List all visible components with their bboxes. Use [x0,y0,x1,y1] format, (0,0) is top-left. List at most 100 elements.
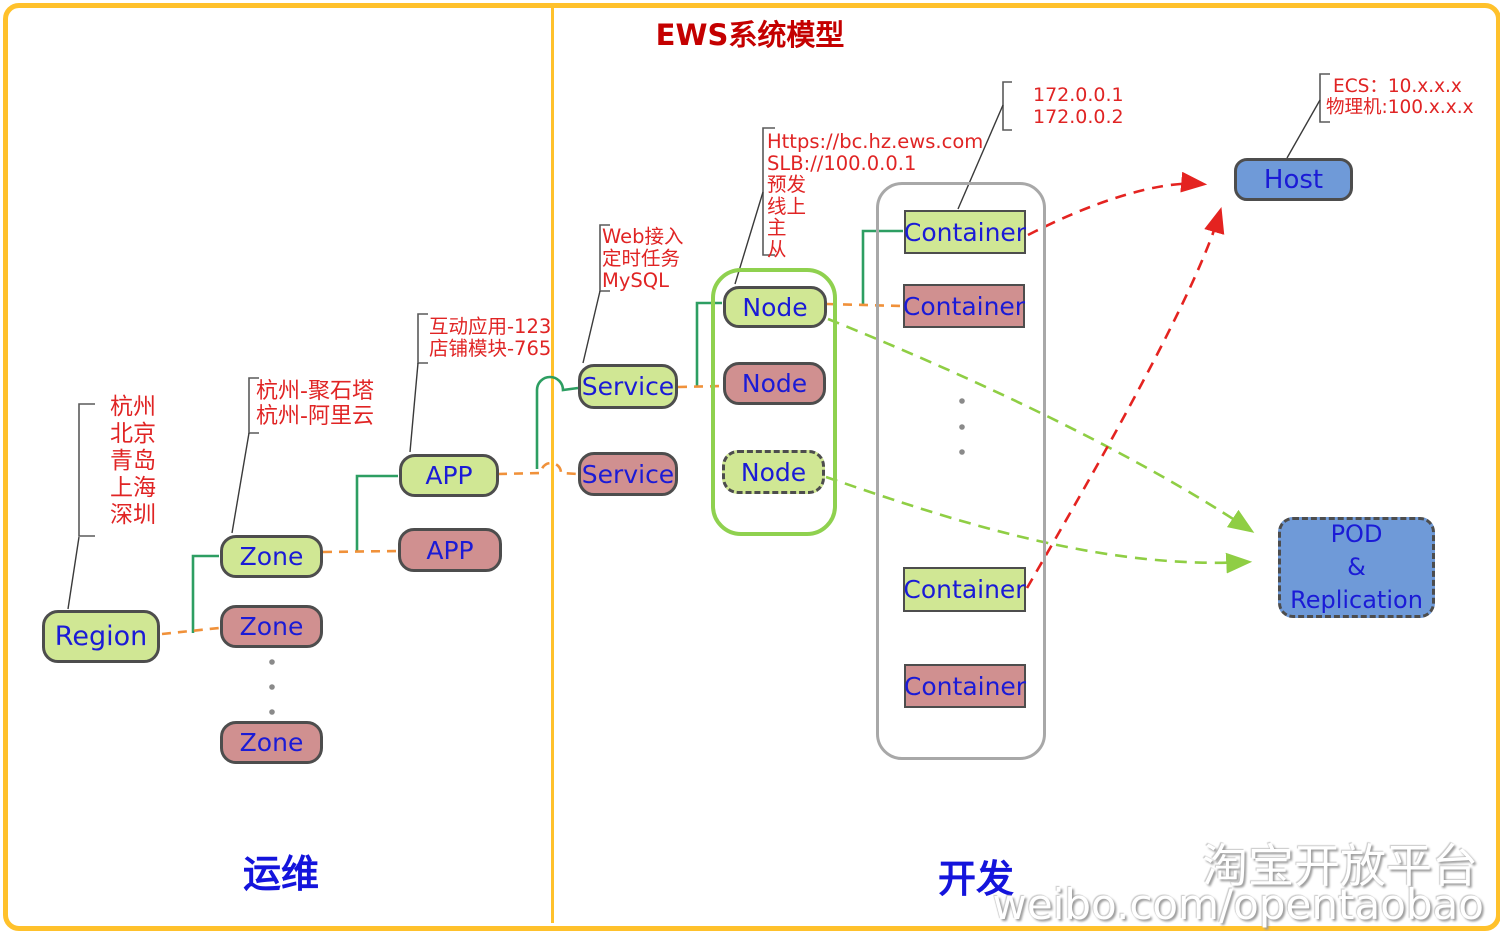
note-line: 互动应用-123 [429,315,552,338]
node-label: Node [742,292,808,322]
node-box-green: Node [723,286,827,328]
container-label: Container [903,575,1026,604]
container-label: Container [903,217,1027,247]
note-line: 深圳 [110,502,156,528]
app-label: APP [426,535,474,565]
container-box-pink-1: Container [903,284,1025,328]
note-line: SLB://100.0.0.1 [767,151,917,175]
service-label: Service [581,459,675,489]
pod-label-line: POD [1330,520,1383,548]
edge-app-to-service-pink-bridge [497,461,579,476]
note-line: 杭州 [110,394,156,420]
service-box-pink: Service [578,452,678,496]
note-line: 172.0.0.1 [1033,84,1124,106]
section-label-development: 开发 [938,857,1015,901]
note-line: 定时任务 [602,247,681,270]
container-note: 172.0.0.1 172.0.0.2 [1033,84,1124,128]
note-line: 店铺模块-765 [429,337,552,360]
node-box-pink: Node [723,362,826,405]
bracket-host-note [1319,73,1330,123]
annotation-pointer-lines [67,99,1321,610]
app-box-pink: APP [398,528,502,572]
zone-ellipsis-dot [269,709,275,715]
region-note: 杭州 北京 青岛 上海 深圳 [110,394,156,529]
pod-label: POD & Replication [1290,518,1423,617]
container-label: Container [902,291,1026,321]
arrow-node-to-pod-upper [827,317,1255,533]
region-label: Region [54,621,148,652]
service-label: Service [581,372,675,401]
note-line: 上海 [110,475,156,501]
pointer-app-note [409,362,419,453]
note-line: 杭州-聚石塔 [256,379,374,404]
bracket-zone-note [248,377,259,434]
zone-label: Zone [239,542,304,571]
node-box-dashed: Node [722,450,825,494]
lime-dashed-arrows [825,317,1255,574]
container-group-frame [876,182,1046,760]
note-line: 172.0.0.2 [1033,106,1124,128]
note-line: 杭州-阿里云 [256,404,374,429]
pointer-container-note [957,104,1004,210]
node-label: Node [740,457,807,487]
edge-region-to-zone-green [191,554,219,633]
note-line: Https://bc.hz.ews.com [767,130,984,153]
pointer-region-note [67,536,80,610]
note-line: 线上 [767,194,807,218]
note-line: 北京 [110,421,156,447]
host-note: ECS：10.x.x.x 物理机:100.x.x.x [1326,76,1474,118]
zone-label: Zone [239,728,304,757]
note-line: 预发 [767,173,807,196]
edge-app-to-service-green-bridge [535,375,579,469]
host-box: Host [1234,158,1353,201]
edge-zone-to-app-green [355,474,398,552]
node-group-frame [711,268,837,536]
pod-replication-box: POD & Replication [1278,517,1435,618]
note-line: MySQL [602,269,669,292]
app-note: 互动应用-123 店铺模块-765 [429,316,551,360]
edge-zone-to-app-pink [322,549,399,554]
edge-node-to-container-pink [826,302,903,308]
pointer-host-note [1286,99,1321,159]
section-divider-line [551,7,554,923]
arrow-container-to-host-lower [1025,207,1225,589]
arrow-node-to-pod-lower [825,475,1253,574]
note-line: 物理机:100.x.x.x [1326,96,1474,118]
note-line: 主 [767,216,787,239]
watermark-cn: 淘宝开放平台 [1202,839,1478,893]
section-label-operations: 运维 [243,852,320,896]
region-box: Region [42,610,160,663]
watermark-url: weibo.com/opentaobao [992,880,1485,929]
container-box-green-1: Container [904,210,1026,254]
app-box-green: APP [399,454,499,497]
bracket-region-note [78,403,95,537]
host-label: Host [1263,164,1324,195]
node-note: Https://bc.hz.ews.com SLB://100.0.0.1 预发… [767,131,983,260]
pointer-zone-note [231,432,250,534]
diagram-title: EWS系统模型 [655,18,845,52]
note-line: 青岛 [110,448,156,474]
zone-ellipsis-dot [269,684,275,690]
zone-ellipsis-dot [269,659,275,665]
note-line: ECS：10.x.x.x [1333,76,1462,97]
service-note: Web接入 定时任务 MySQL [602,226,684,292]
pod-label-line: & [1347,553,1366,581]
container-label: Container [903,671,1027,701]
zone-note: 杭州-聚石塔 杭州-阿里云 [256,379,374,429]
note-line: 从 [767,237,787,261]
container-box-green-2: Container [903,567,1026,612]
red-dashed-arrows [1025,171,1225,589]
service-box-green: Service [578,364,678,409]
container-ellipsis-dot [959,424,965,430]
arrow-container-to-host-upper [1027,171,1208,237]
edge-region-to-zone-pink [161,626,220,636]
node-label: Node [741,369,808,398]
annotation-brackets [78,73,1330,537]
container-ellipsis-dot [959,398,965,404]
pointer-service-note [582,290,601,364]
zone-box-pink-2: Zone [220,721,323,764]
bracket-container-note [1002,81,1012,131]
edge-node-to-container-green [861,229,903,304]
bracket-node-note [762,127,775,256]
